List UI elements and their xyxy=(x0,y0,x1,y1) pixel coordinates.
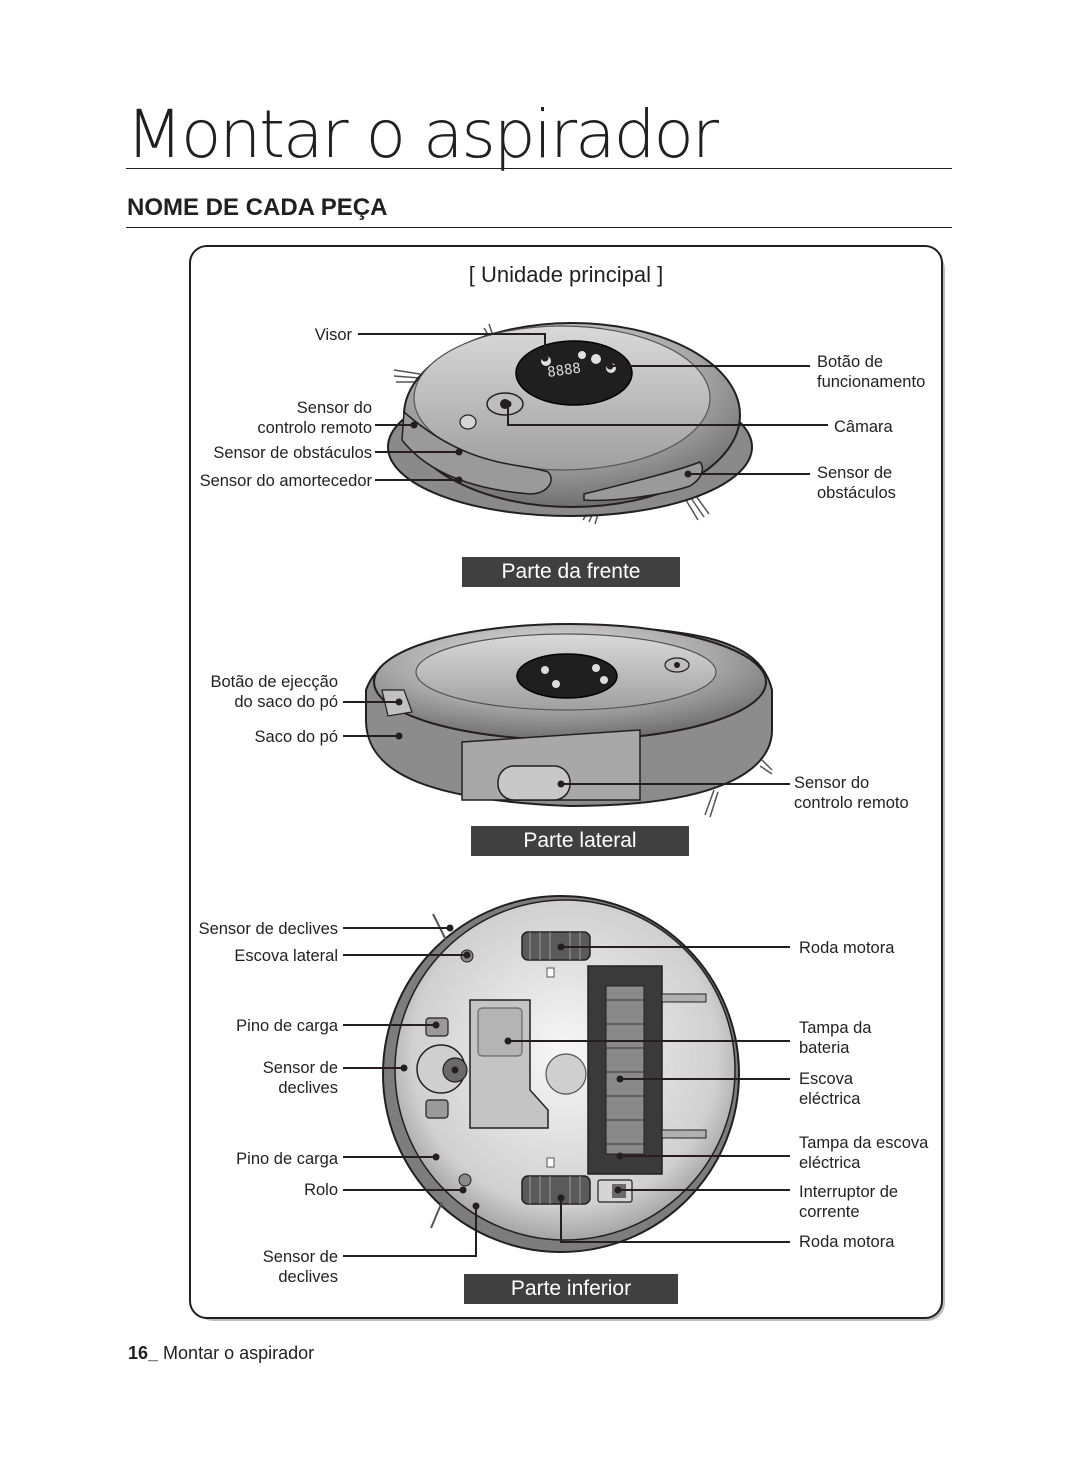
label-power-button: Botão de funcionamento xyxy=(817,353,926,391)
footer-chapter: Montar o aspirador xyxy=(158,1343,315,1363)
label-battery-cover: Tampa da bateria xyxy=(799,1019,872,1057)
label-roller: Rolo xyxy=(304,1181,338,1199)
label-camera: Câmara xyxy=(834,418,893,436)
label-side-brush: Escova lateral xyxy=(234,947,338,965)
page-number-separator: _ xyxy=(148,1343,159,1363)
title-divider xyxy=(126,168,952,169)
label-cliff-sensor-2: Sensor de declives xyxy=(262,1059,338,1097)
tag-bottom-view: Parte inferior xyxy=(464,1274,678,1304)
label-bumper-sensor: Sensor do amortecedor xyxy=(199,472,372,490)
chapter-title: Montar o aspirador xyxy=(126,96,719,173)
label-brush: Escova eléctrica xyxy=(799,1070,861,1108)
label-dustbag: Saco do pó xyxy=(254,728,338,746)
front-display-digits: 8888 xyxy=(546,360,582,381)
label-side-remote-sensor: Sensor do controlo remoto xyxy=(794,774,909,812)
label-drive-wheel-top: Roda motora xyxy=(799,939,895,957)
label-dustbag-eject-button: Botão de ejecção do saco do pó xyxy=(210,673,338,711)
page-footer: 16_ Montar o aspirador xyxy=(128,1343,314,1364)
label-charging-pin-2: Pino de carga xyxy=(236,1150,338,1168)
label-charging-pin-1: Pino de carga xyxy=(236,1017,338,1035)
label-cliff-sensor-1: Sensor de declives xyxy=(198,920,338,938)
label-obstacle-sensor-right: Sensor de obstáculos xyxy=(817,464,896,502)
bottom-leader-lines xyxy=(343,927,790,1257)
page-number: 16 xyxy=(128,1343,149,1363)
side-leader-lines xyxy=(343,701,790,785)
side-view-robot xyxy=(365,623,773,818)
panel-heading: [ Unidade principal ] xyxy=(468,262,664,287)
label-drive-wheel-bottom: Roda motora xyxy=(799,1233,895,1251)
label-remote-sensor: Sensor do controlo remoto xyxy=(257,399,372,437)
label-obstacle-sensor-left: Sensor de obstáculos xyxy=(213,444,372,462)
label-cliff-sensor-3: Sensor de declives xyxy=(262,1248,338,1286)
front-leader-lines xyxy=(358,333,828,481)
label-power-switch: Interruptor de corrente xyxy=(799,1183,899,1221)
tag-side-view: Parte lateral xyxy=(471,826,689,856)
tag-front-view: Parte da frente xyxy=(462,557,680,587)
label-brush-cover: Tampa da escova eléctrica xyxy=(799,1134,929,1172)
section-title: NOME DE CADA PEÇA xyxy=(127,194,388,221)
section-divider xyxy=(126,227,952,228)
front-view-robot: 8888 xyxy=(387,322,753,525)
bottom-view-robot xyxy=(382,895,740,1253)
label-display: Visor xyxy=(314,326,352,344)
